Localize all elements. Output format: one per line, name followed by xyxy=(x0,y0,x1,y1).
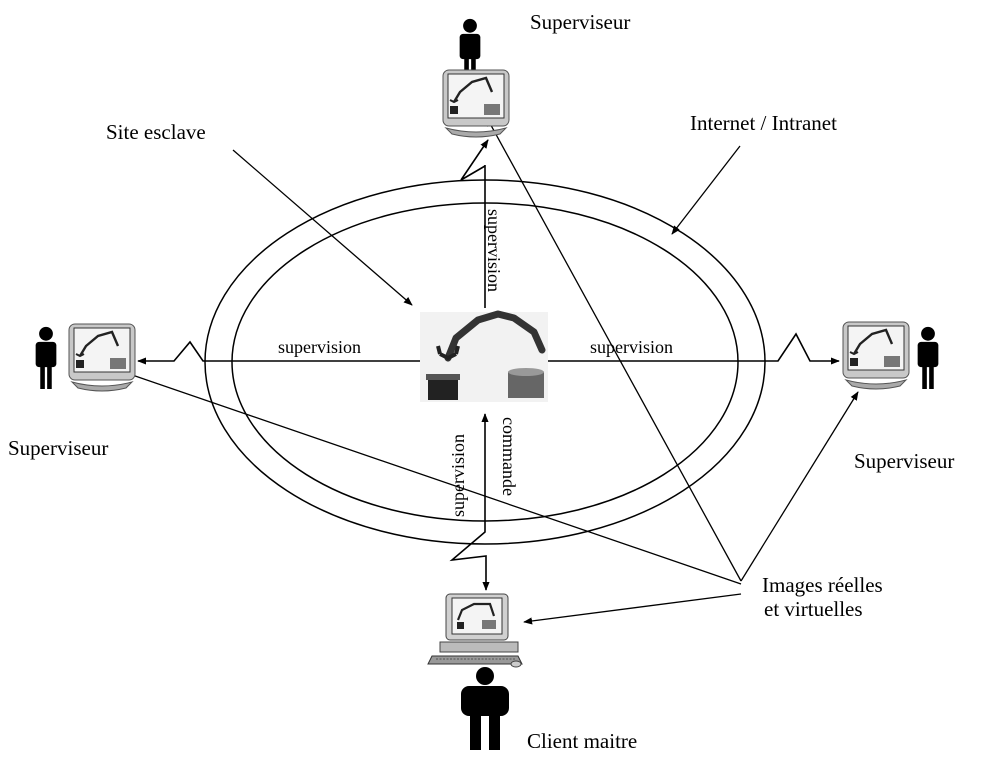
images-arrow-right xyxy=(740,391,859,582)
computer-icon xyxy=(427,593,523,668)
person-icon xyxy=(35,326,57,389)
supervisor-top-label: Superviseur xyxy=(530,10,631,34)
link-top-label: supervision xyxy=(484,209,504,292)
monitor-icon xyxy=(441,68,511,139)
pointer-slave-site xyxy=(232,149,413,306)
pointer-network xyxy=(671,145,741,235)
images-arrow-left xyxy=(105,365,742,585)
monitor-icon xyxy=(841,320,911,391)
person-icon xyxy=(917,326,939,389)
network-label: Internet / Intranet xyxy=(690,111,837,135)
zigzag-right xyxy=(740,332,840,365)
images-label-line1: Images réelles xyxy=(762,573,883,597)
zigzag-top xyxy=(460,139,489,181)
images-label: Images réelles et virtuelles xyxy=(762,573,883,621)
person-icon xyxy=(461,667,509,750)
monitor-icon xyxy=(67,322,137,393)
zigzag-bottom xyxy=(449,520,490,591)
link-bottom-command-label: commande xyxy=(499,417,519,496)
zigzag-left xyxy=(137,340,232,365)
link-right-label: supervision xyxy=(590,337,673,357)
master-client-label: Client maitre xyxy=(527,729,638,753)
images-arrow-top xyxy=(486,117,742,582)
supervisor-right-label: Superviseur xyxy=(854,449,955,473)
slave-site-label: Site esclave xyxy=(106,120,206,144)
images-label-line2: et virtuelles xyxy=(764,597,863,621)
link-left-label: supervision xyxy=(278,337,361,357)
supervisor-left-label: Superviseur xyxy=(8,436,109,460)
robot-arm-icon xyxy=(420,310,548,402)
images-arrow-bottom xyxy=(523,593,742,625)
link-bottom-supervision-label: supervision xyxy=(448,434,468,517)
